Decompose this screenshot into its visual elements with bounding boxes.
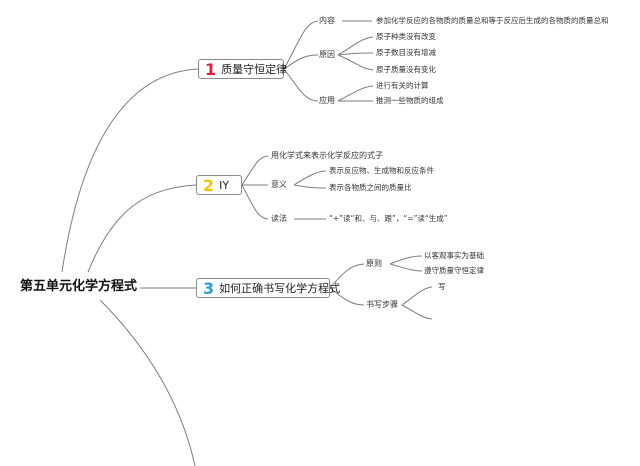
connector-b1-neirong (283, 20, 319, 70)
branch-2-number: 2 (203, 175, 215, 195)
b1-child-neirong[interactable]: 内容 (319, 16, 335, 25)
b1-neirong-item[interactable]: 参加化学反应的各物质的质量总和等于反应后生成的各物质的质量总和 (376, 16, 609, 25)
branch-2-label: IY (219, 178, 230, 192)
b3-child-shuxiebuzhou[interactable]: 书写步骤 (366, 300, 398, 309)
b2-yiyi-item-2[interactable]: 表示各物质之间的质量比 (329, 183, 412, 192)
b1-yuanyin-item-3[interactable]: 原子质量没有变化 (376, 65, 436, 74)
b3-shuxiebuzhou-item-1[interactable]: 写 (438, 282, 446, 291)
b3-yuanze-item-1[interactable]: 以客观事实为基础 (424, 251, 484, 260)
branch-1-node[interactable]: 1 质量守恒定律 (198, 59, 288, 79)
b1-yuanyin-item-2[interactable]: 原子数目没有增减 (376, 48, 436, 57)
connector-root-branch1 (61, 68, 199, 273)
b1-yingyong-item-2[interactable]: 推测一些物质的组成 (376, 96, 444, 105)
branch-1-number: 1 (205, 59, 217, 79)
b3-child-yuanze[interactable]: 原则 (366, 259, 382, 268)
branch-3-label: 如何正确书写化学方程式 (219, 282, 341, 295)
b2-child-yiyi[interactable]: 意义 (271, 180, 287, 189)
branch-2-node[interactable]: 2 IY (196, 175, 242, 195)
b1-yingyong-item-1[interactable]: 进行有关的计算 (376, 81, 429, 90)
b2-dufa-item[interactable]: “+”读“和、与、跟”，“=”读“生成” (329, 214, 448, 223)
b1-child-yingyong[interactable]: 应用 (319, 96, 335, 105)
b2-child-definition[interactable]: 用化学式来表示化学反应的式子 (271, 151, 383, 160)
branch-3-node[interactable]: 3 如何正确书写化学方程式 (196, 278, 340, 298)
branch-1-label: 质量守恒定律 (221, 63, 288, 76)
b2-yiyi-item-1[interactable]: 表示反应物、生成物和反应条件 (329, 166, 434, 175)
connector-root-branch2 (87, 184, 197, 273)
root-topic[interactable]: 第五单元化学方程式 (20, 279, 138, 294)
branch-3-number: 3 (203, 278, 215, 298)
b1-child-yuanyin[interactable]: 原因 (319, 50, 335, 59)
b3-yuanze-item-2[interactable]: 遵守质量守恒定律 (424, 266, 484, 275)
connector-root-down (99, 299, 196, 466)
b2-child-dufa[interactable]: 读法 (271, 214, 287, 223)
b1-yuanyin-item-1[interactable]: 原子种类没有改变 (376, 32, 436, 41)
